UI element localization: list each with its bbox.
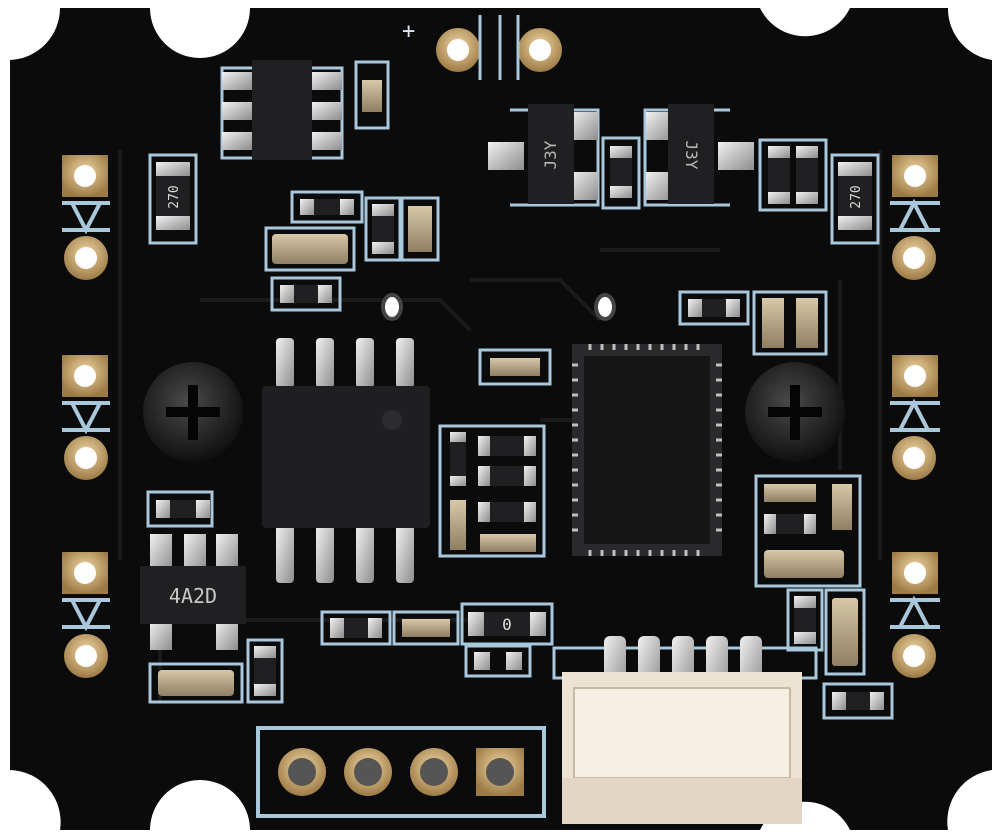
smd-pair-right	[758, 138, 828, 212]
screw-right	[745, 362, 845, 462]
right-terminals	[892, 155, 938, 678]
qfn-chip	[572, 344, 722, 556]
smd-cluster-left	[264, 190, 440, 312]
smd-cluster-center	[438, 348, 552, 558]
top-header-pads	[436, 15, 562, 80]
regulator-chip: 4A2D	[140, 490, 284, 704]
soic8-chip	[262, 338, 430, 583]
svg-text:270: 270	[849, 185, 864, 208]
smd-cluster-bottom: 0	[320, 602, 554, 678]
svg-text:0: 0	[502, 615, 512, 634]
right-diode-symbols	[890, 198, 940, 629]
sot23-6-chip	[220, 60, 344, 160]
smd-cluster-right	[678, 290, 894, 720]
svg-text:270: 270	[167, 185, 182, 208]
smd-cap	[354, 60, 390, 130]
left-diode-symbols	[62, 201, 110, 632]
four-pin-header	[256, 726, 546, 818]
screw-left	[143, 362, 243, 462]
svg-text:J3Y: J3Y	[541, 140, 560, 169]
five-pin-connector	[552, 636, 818, 824]
smd-resistor-mid	[601, 136, 641, 210]
left-terminals	[62, 155, 108, 678]
svg-text:J3Y: J3Y	[682, 141, 701, 170]
resistor-right: 270	[830, 153, 880, 245]
resistor-left: 270	[148, 153, 198, 245]
silk-plus: +	[402, 19, 415, 44]
svg-text:4A2D: 4A2D	[169, 584, 217, 608]
vias	[381, 293, 616, 321]
transistor-q2: J3Y	[643, 104, 754, 207]
transistor-q1: J3Y	[488, 104, 600, 207]
board-body	[10, 8, 992, 830]
